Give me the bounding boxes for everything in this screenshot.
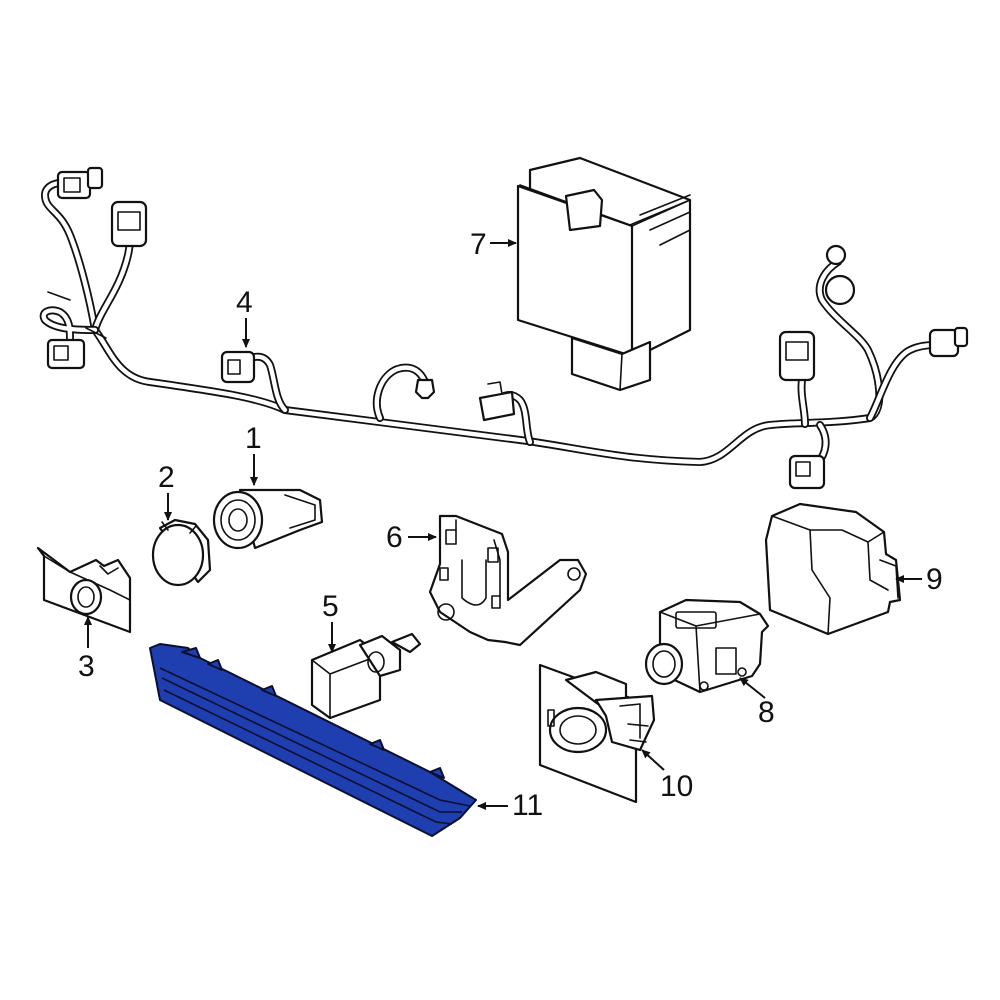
parking-sensor-part-1[interactable] [212,488,324,550]
callout-4: 4 [236,286,253,348]
connector-left-upper [110,200,148,248]
callout-3: 3 [78,616,95,683]
callout-1-label: 1 [245,422,262,455]
callout-11: 11 [477,789,543,822]
callout-9-label: 9 [926,563,943,596]
callout-8-label: 8 [758,696,775,729]
callout-6-label: 6 [386,521,403,554]
callout-10-label: 10 [660,770,693,803]
callout-7-label: 7 [470,228,487,261]
connector-right-lower [788,454,826,490]
connector-left-top [56,166,104,200]
callout-5-label: 5 [322,590,339,623]
connector-4 [220,350,256,384]
trim-strip-part-11[interactable] [149,643,477,837]
callout-8: 8 [739,677,775,729]
connector-center [478,381,516,422]
connector-left-lower [46,338,86,370]
callout-7: 7 [470,228,517,261]
callout-10: 10 [641,749,693,803]
control-module-part-7[interactable] [516,156,692,392]
connector-right-top [824,244,856,306]
callout-9: 9 [895,563,943,596]
switch-part-5[interactable] [310,632,422,720]
callout-2-label: 2 [158,461,175,494]
callout-3-label: 3 [78,650,95,683]
connector-right-upper [778,330,816,382]
callout-6: 6 [386,521,437,554]
callout-4-label: 4 [236,286,253,319]
mounting-plate-part-6[interactable] [428,514,588,647]
connector-right-end [928,326,969,358]
wiring-harness[interactable] [39,166,969,490]
connector-middle [414,378,436,400]
callout-2: 2 [158,461,175,521]
callout-1: 1 [245,422,262,486]
sensor-bracket-part-3[interactable] [36,546,132,634]
callout-5: 5 [322,590,339,653]
callout-11-label: 11 [512,789,543,822]
camera-part-8[interactable] [644,598,770,694]
camera-holder-part-10[interactable] [538,663,656,804]
sensor-cover-part-9[interactable] [764,502,902,636]
sensor-ring-part-2[interactable] [151,518,212,587]
